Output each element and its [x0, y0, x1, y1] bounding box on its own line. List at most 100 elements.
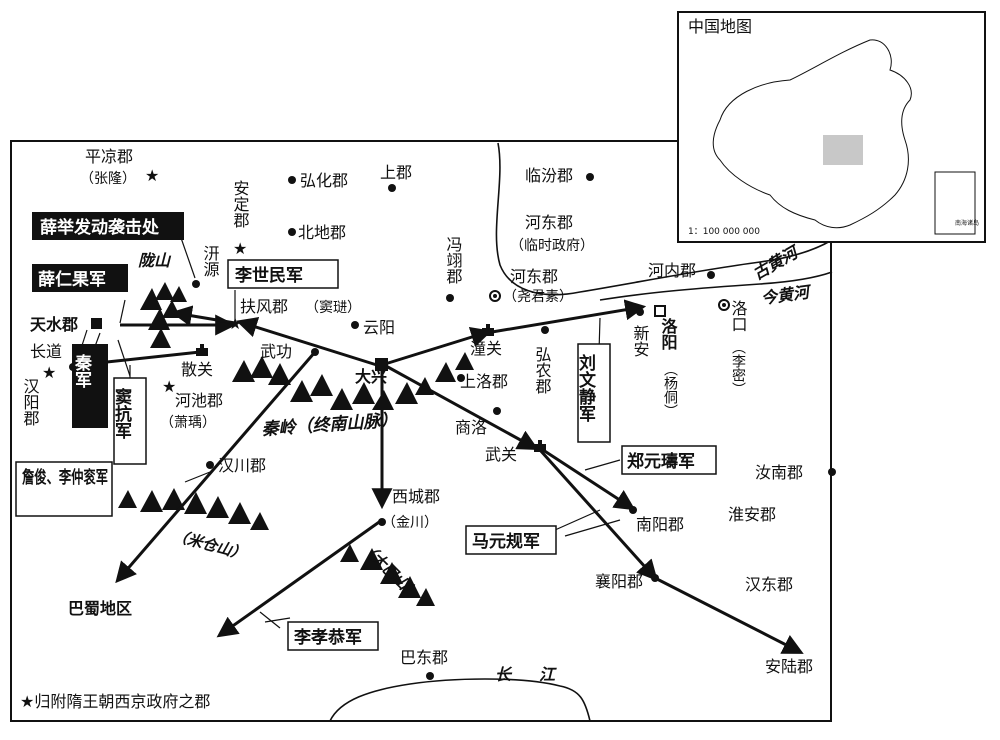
luokou-marker-dot: [722, 303, 726, 307]
label-xinan: 新安: [631, 325, 650, 357]
label-huaian: 淮安郡: [728, 505, 776, 524]
qin-box: [72, 344, 108, 428]
label-shangluo: 上洛郡: [460, 372, 508, 391]
label-tianshui: 天水郡: [30, 315, 78, 334]
route-wugong-bashu: [115, 351, 317, 584]
city-dot: [828, 468, 836, 476]
label-shangluo2: 商洛: [455, 418, 487, 437]
pass-marker: [482, 324, 494, 336]
label-beidi: 北地郡: [298, 223, 346, 242]
label-tongguan: 潼关: [470, 339, 502, 358]
label-hanchuan: 汉川郡: [218, 456, 266, 475]
inset-scale: 1：100 000 000: [688, 227, 760, 237]
label-wuguan: 武关: [485, 445, 517, 464]
city-dot: [636, 308, 644, 316]
label-fufeng: 扶风郡: [240, 297, 288, 316]
lishimin-text: 李世民军: [235, 265, 303, 286]
hedong2-marker-dot: [493, 294, 497, 298]
star-icon: ★: [162, 377, 176, 396]
label-hanyang: 汉阳郡: [21, 378, 40, 426]
inset-islands-label: 南海诸岛: [955, 219, 979, 227]
inset-map: 中国地图 南海诸岛 1：100 000 000: [677, 11, 986, 243]
label-badong: 巴东郡: [400, 648, 448, 667]
star-icon: ★: [145, 166, 159, 185]
inset-highlight: [823, 135, 863, 165]
label-hechi-sub: （萧瑀）: [160, 415, 216, 431]
label-honghua: 弘化郡: [300, 171, 348, 190]
star-icon: ★: [42, 363, 56, 382]
xueju-attack-box: [32, 212, 184, 240]
xuerengao-box: [32, 264, 128, 292]
china-outline: [712, 39, 912, 229]
square-marker: [375, 358, 388, 371]
label-pingliang-sub: （张隆）: [80, 171, 136, 187]
ancient-yellow-river: [495, 142, 833, 296]
doukang-box: [113, 377, 147, 465]
label-hedong2-sub: （尧君素）: [503, 289, 573, 305]
route-daxing-wuguan: [385, 364, 539, 451]
city-dot: [446, 294, 454, 302]
yangtze-river: [329, 678, 591, 722]
hedong2-marker: [489, 290, 501, 302]
luoyang-marker: [654, 305, 666, 317]
route-lixiaogong: [216, 518, 383, 638]
label-luokou-sub: （李密）: [730, 340, 746, 396]
route-tongguan-xinan: [491, 299, 647, 334]
label-luoyang-sub: （杨侗）: [662, 362, 678, 418]
route-wuguan-nanyang: [539, 446, 636, 511]
mayuangui-text: 马元规军: [472, 532, 540, 552]
inset-south-sea-box: [934, 171, 976, 235]
city-dot: [541, 326, 549, 334]
label-handong: 汉东郡: [745, 575, 793, 594]
vertical-labels: 安定郡 汧源 汉阳郡 冯翊郡 弘农郡 新安 洛阳 （杨侗） 洛口 （李密）: [21, 180, 748, 426]
label-linfen: 临汾郡: [525, 166, 573, 185]
label-changjiang: 长江: [495, 665, 583, 684]
liuwenjing-box: [577, 343, 611, 443]
inset-frame: [677, 11, 986, 243]
city-dot: [493, 407, 501, 415]
label-luoyang: 洛阳: [659, 317, 678, 351]
city-dot: [426, 672, 434, 680]
lixiaogong-box: [287, 621, 379, 651]
city-dot: [206, 461, 214, 469]
city-dot: [457, 374, 465, 382]
rivers: [329, 142, 833, 722]
qin-text: 秦军: [71, 353, 92, 389]
xueju-attack-text: 薛举发动袭击处: [40, 217, 160, 238]
liuwenjing-text: 刘文静军: [575, 353, 596, 423]
label-fengyi: 冯翊郡: [444, 236, 463, 284]
city-dot: [288, 176, 296, 184]
label-shangjun: 上郡: [380, 163, 412, 182]
label-xicheng-sub: （金川）: [382, 515, 438, 531]
city-dot: [651, 574, 659, 582]
label-pingliang: 平凉郡: [85, 147, 133, 166]
route-daxing-fufeng: [235, 317, 381, 368]
label-nanyang: 南阳郡: [636, 515, 684, 534]
label-daxing: 大兴: [355, 367, 387, 386]
label-xicheng: 西城郡: [392, 487, 440, 506]
route-daxing-tongguan: [384, 326, 493, 366]
city-dot: [707, 271, 715, 279]
zhengyuanshou-text: 郑元璹军: [627, 451, 695, 472]
zhanjunli-box: [15, 461, 113, 517]
label-bashu: 巴蜀地区: [68, 599, 132, 618]
city-dot: [586, 173, 594, 181]
legend-note: ★归附隋王朝西京政府之郡: [20, 692, 210, 711]
pass-marker: [534, 440, 546, 452]
city-dot: [378, 518, 386, 526]
city-dot: [351, 321, 359, 329]
label-fufeng-sub: （窦琎）: [305, 300, 361, 316]
label-anlu: 安陆郡: [765, 657, 813, 676]
army-labels-dark: 薛举发动袭击处 薛仁果军 秦军: [32, 212, 184, 428]
army-labels-outline: 李世民军 窦抗军 刘文静军 郑元璹军 马元规军 詹俊、李仲衮军 李孝恭军: [15, 259, 717, 651]
label-yunyang: 云阳: [363, 318, 395, 337]
label-hedong2: 河东郡: [510, 267, 558, 286]
city-dot: [311, 348, 319, 356]
label-sanguan: 散关: [181, 360, 213, 379]
label-longshan: 陇山: [138, 251, 172, 270]
place-labels: 平凉郡 （张隆） 弘化郡 上郡 临汾郡 北地郡 河东郡 （临时政府） 河东郡 （…: [30, 147, 813, 676]
label-qianyuan: 汧源: [201, 245, 220, 278]
march-routes: [83, 299, 804, 654]
label-hedong: 河东郡: [525, 213, 573, 232]
